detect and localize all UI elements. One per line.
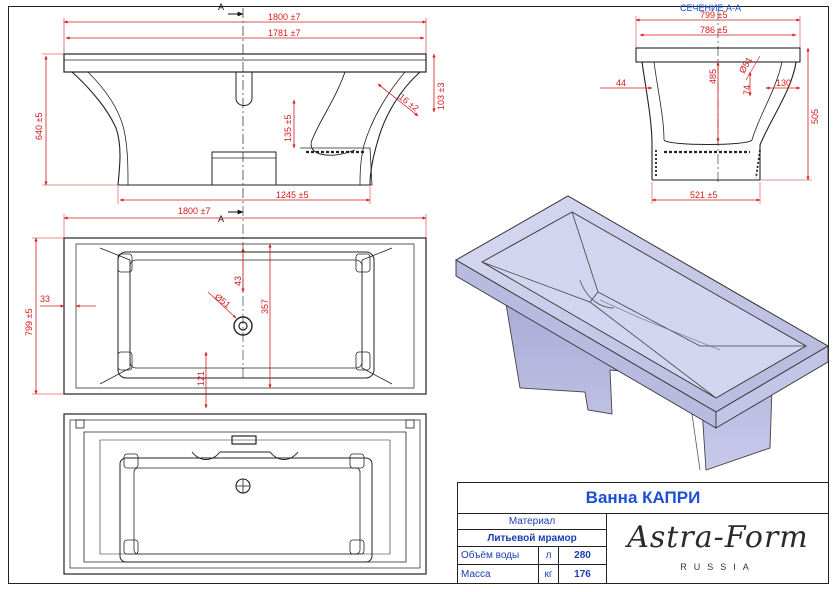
side-dim-height: 640 ±5 xyxy=(34,113,44,140)
section-dim-505: 505 xyxy=(810,109,820,124)
drawing-frame xyxy=(8,6,829,584)
top-section-mark: A xyxy=(218,214,224,224)
top-view: A 1800 ±7 799 ±5 33 43 Ø51 357 121 xyxy=(24,206,427,409)
product-name-cell: Ванна КАПРИ xyxy=(457,482,829,514)
side-view: A 1800 ±7 1781 ±7 640 ±5 103 ±3 135 ±5 1… xyxy=(34,2,446,205)
brand-sub: RUSSIA xyxy=(680,562,756,572)
material-label: Материал xyxy=(508,516,556,527)
side-rim xyxy=(63,53,427,73)
top-dim-43: 43 xyxy=(233,276,243,286)
top-dim-width: 799 ±5 xyxy=(24,309,34,336)
side-section-mark: A xyxy=(218,2,224,12)
section-title: СЕЧЕНИЕ А-А xyxy=(680,3,741,13)
top-dim-357: 357 xyxy=(260,299,270,314)
section-dim-width-inner: 786 ±5 xyxy=(700,25,727,35)
section-dim-485: 485 xyxy=(708,69,718,84)
bottom-view xyxy=(63,413,427,575)
top-dim-121: 121 xyxy=(196,371,206,386)
side-dim-drain-height: 135 ±5 xyxy=(283,115,293,142)
section-dim-width-outer: 799 ±5 xyxy=(700,10,727,20)
mass-unit: кг xyxy=(544,568,553,580)
volume-value-cell: 280 xyxy=(559,547,607,565)
side-left-body xyxy=(71,71,121,186)
top-dim-rim-side: 33 xyxy=(40,294,50,304)
brand-logo: Astra-Form RUSSIA xyxy=(607,520,829,584)
side-dim-length-outer: 1800 ±7 xyxy=(268,12,300,22)
section-dim-d51: Ø51 xyxy=(737,55,754,75)
material-label-cell: Материал xyxy=(457,514,607,530)
side-dim-rim: 103 ±3 xyxy=(436,83,446,110)
mass-unit-cell: кг xyxy=(539,565,559,584)
product-name: Ванна КАПРИ xyxy=(585,488,701,507)
material-value-cell: Литьевой мрамор xyxy=(457,530,607,547)
brand-name: Astra-Form xyxy=(627,520,809,555)
side-dim-slope: 16 ±2 xyxy=(397,92,421,114)
section-dim-130: 130 xyxy=(776,78,791,88)
tub-3d-render xyxy=(455,195,829,471)
side-dim-length-inner: 1781 ±7 xyxy=(268,28,300,38)
mass-value-cell: 176 xyxy=(559,565,607,584)
mass-label: Масса xyxy=(461,568,491,580)
section-dim-44: 44 xyxy=(616,78,626,88)
section-view: СЕЧЕНИЕ А-А 799 ±5 786 ±5 44 485 Ø51 74 xyxy=(600,3,820,204)
section-dim-base: 521 ±5 xyxy=(690,190,717,200)
volume-unit: л xyxy=(545,550,552,561)
title-block: Ванна КАПРИ Материал Литьевой мрамор Объ… xyxy=(457,482,829,584)
volume-unit-cell: л xyxy=(539,547,559,565)
mass-label-cell: Масса xyxy=(457,565,539,584)
volume-value: 280 xyxy=(574,550,591,561)
section-dim-74: 74 xyxy=(742,85,752,95)
material-value: Литьевой мрамор xyxy=(487,532,577,544)
top-dim-d51: Ø51 xyxy=(213,292,233,310)
mass-value: 176 xyxy=(574,568,591,580)
volume-label: Объём воды xyxy=(461,550,520,561)
side-dim-base-length: 1245 ±5 xyxy=(276,190,308,200)
volume-label-cell: Объём воды xyxy=(457,547,539,565)
top-dim-length: 1800 ±7 xyxy=(178,206,210,216)
